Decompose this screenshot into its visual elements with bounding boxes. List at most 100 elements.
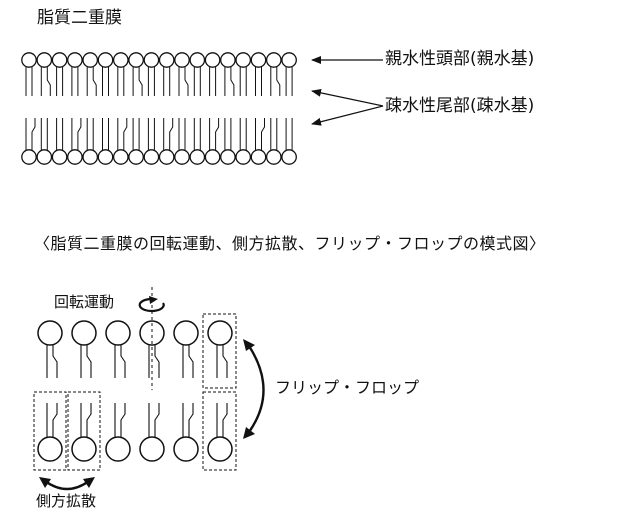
lipid-lower [112, 118, 129, 165]
arrow-icon [311, 88, 384, 107]
lipid-tail [77, 118, 82, 150]
lipid-head [51, 52, 68, 68]
lipid-head [235, 149, 252, 165]
lipid-upper [128, 52, 144, 96]
lipid-tail [154, 403, 160, 437]
lipid-tail [123, 118, 128, 150]
lipid-head [173, 436, 199, 462]
lipid-upper [281, 52, 297, 96]
lipid-head [139, 320, 165, 346]
flip-flop-box-bottom [202, 391, 237, 471]
lipid-tail [138, 67, 143, 96]
lipid-tail [120, 403, 126, 437]
lipid-lower [250, 118, 267, 165]
lipid-head [207, 320, 233, 346]
lipid-bilayer-motion [37, 320, 233, 462]
lipid-head [173, 320, 199, 346]
lipid-upper [220, 52, 236, 96]
lipid-head [67, 52, 83, 68]
flip-flop-label: フリップ・フロップ [275, 378, 420, 397]
lipid-upper [139, 320, 165, 378]
lipid-lower [139, 403, 165, 462]
lipid-head [105, 320, 131, 346]
lipid-head [112, 52, 129, 68]
lipid-head [82, 52, 99, 68]
lateral-box-left [33, 391, 67, 471]
lipid-upper [37, 320, 63, 378]
lipid-lower [235, 118, 252, 165]
lipid-upper [204, 52, 221, 96]
lipid-upper [173, 320, 199, 378]
lipid-upper [21, 52, 37, 96]
lipid-upper [158, 52, 175, 96]
lipid-head [265, 52, 282, 68]
lipid-lower [71, 403, 97, 462]
lipid-upper [67, 52, 83, 96]
lateral-box-right [67, 391, 101, 471]
lipid-upper [82, 52, 99, 96]
lipid-head [71, 320, 97, 346]
lipid-head [97, 52, 114, 68]
lipid-upper [207, 320, 233, 378]
lipid-upper [250, 52, 267, 96]
lipid-head [37, 436, 63, 462]
figure-caption: 〈脂質二重膜の回転運動、側方拡散、フリップ・フロップの模式図〉 [34, 234, 546, 253]
lipid-lower [97, 118, 114, 165]
lipid-head [204, 52, 221, 68]
lipid-lower [281, 118, 297, 165]
lipid-lower [37, 403, 63, 462]
diagram-title: 脂質二重膜 [37, 8, 122, 28]
lipid-lower [265, 118, 282, 165]
lipid-head [71, 436, 97, 462]
lipid-tail [92, 67, 97, 96]
lipid-tail [52, 403, 58, 437]
lipid-head [265, 149, 282, 165]
lipid-tail [230, 67, 235, 96]
lipid-head [97, 149, 114, 165]
lipid-head [36, 52, 53, 68]
hydrophobic-tail-label: 疎水性尾部(疎水基) [385, 96, 535, 116]
lipid-head [250, 52, 267, 68]
lipid-bilayer-top [21, 52, 297, 165]
lateral-diffusion-label: 側方拡散 [36, 492, 97, 510]
lipid-tail [169, 118, 174, 150]
lipid-tail [215, 118, 220, 150]
lipid-upper [36, 52, 53, 96]
lipid-head [204, 149, 221, 165]
rotation-label: 回転運動 [54, 293, 115, 311]
lipid-lower [82, 118, 99, 165]
lipid-lower [67, 118, 83, 165]
lipid-tail [222, 403, 228, 437]
lipid-head [250, 149, 267, 165]
lipid-head [21, 149, 37, 165]
lipid-tail [86, 345, 92, 378]
lipid-head [128, 149, 144, 165]
lipid-upper [105, 320, 131, 378]
lipid-upper [97, 52, 114, 96]
lipid-lower [220, 118, 236, 165]
lipid-head [174, 52, 190, 68]
lipid-tail [52, 345, 58, 378]
lipid-upper [112, 52, 129, 96]
lipid-tail [188, 403, 194, 437]
lipid-tail [154, 345, 160, 378]
lipid-head [21, 52, 37, 68]
lipid-head [82, 149, 99, 165]
lipid-head [37, 320, 63, 346]
lipid-head [143, 149, 160, 165]
lipid-lower [174, 118, 190, 165]
lipid-tail [188, 345, 194, 378]
lipid-tail [86, 403, 92, 437]
lipid-head [139, 436, 165, 462]
hydrophilic-head-label: 親水性頭部(親水基) [385, 49, 535, 69]
lipid-lower [51, 118, 68, 165]
lateral-arrow-icon [39, 477, 95, 491]
flip-flop-box-top [202, 313, 237, 389]
lipid-tail [261, 118, 265, 150]
lipid-upper [189, 52, 206, 96]
lipid-lower [204, 118, 221, 165]
lipid-head [36, 149, 53, 165]
lipid-lower [173, 403, 199, 462]
arrow-icon [311, 105, 384, 126]
